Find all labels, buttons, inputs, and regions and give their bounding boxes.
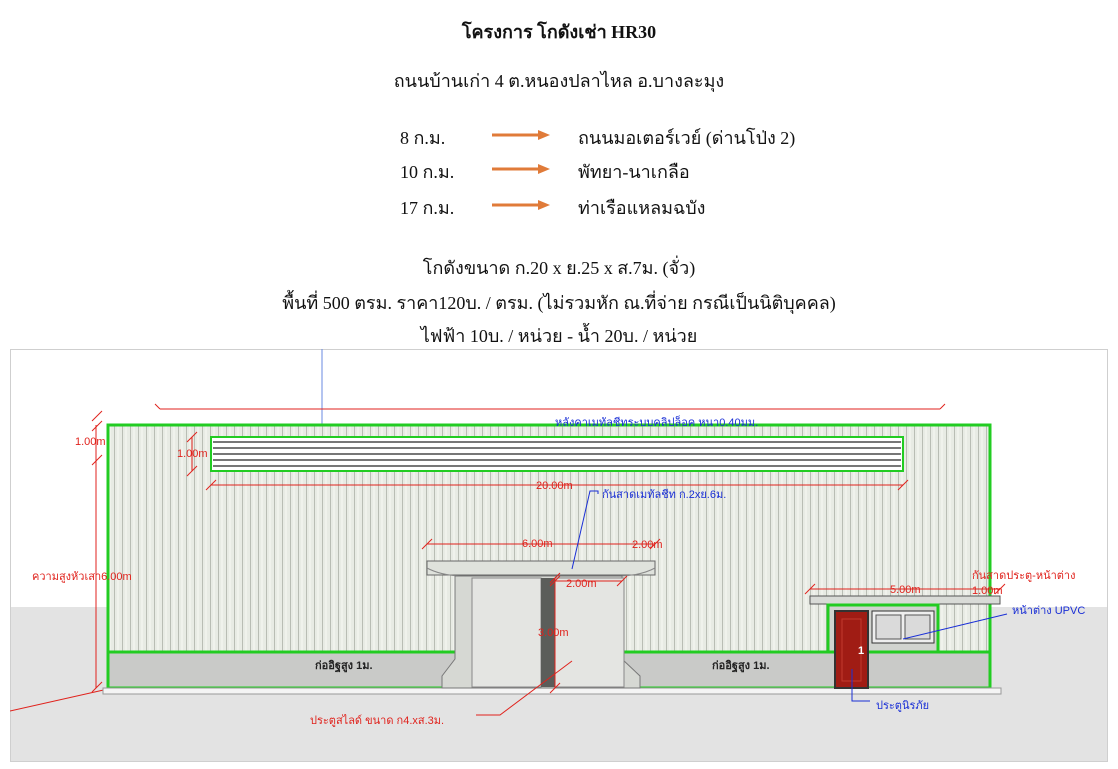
column-height-label: ความสูงหัวเสา6.00m xyxy=(32,571,132,583)
dim-door-width: 2.00m xyxy=(566,578,597,590)
main-canopy xyxy=(426,560,656,577)
safety-door-note: ประตูนิรภัย xyxy=(876,700,929,712)
distance-row: 17 ก.ม. ท่าเรือแหลมฉบัง xyxy=(400,193,820,218)
spec-size: โกดังขนาด ก.20 x ย.25 x ส.7ม. (จั่ว) xyxy=(422,258,696,278)
dim-top-left: 1.00m xyxy=(75,436,106,448)
dim-vent: 1.00m xyxy=(177,448,208,460)
arrow-right-icon xyxy=(492,164,550,174)
arrow-right-icon xyxy=(492,200,550,210)
arrow-right-icon xyxy=(492,130,550,140)
distance-km: 8 ก.ม. xyxy=(400,128,446,148)
side-canopy xyxy=(809,595,1001,605)
distance-km: 17 ก.ม. xyxy=(400,198,455,218)
spec-utilities: ไฟฟ้า 10บ. / หน่วย - น้ำ 20บ. / หน่วย xyxy=(420,326,698,346)
leader-lines xyxy=(476,490,1008,716)
dim-side-canopy-depth: 1.00m xyxy=(972,585,1003,597)
spec-price: พื้นที่ 500 ตรม. ราคา120บ. / ตรม. (ไม่รว… xyxy=(282,293,836,313)
distance-destination: พัทยา-นาเกลือ xyxy=(578,162,690,182)
distance-destination: ท่าเรือแหลมฉบัง xyxy=(578,198,706,218)
side-canopy-note: กันสาดประตู-หน้าต่าง xyxy=(972,570,1075,582)
roof-note: หลังคาเมทัลชีทระบบคลิปล็อค หนา0.40มม. xyxy=(555,415,758,429)
project-address: ถนนบ้านเก่า 4 ต.หนองปลาไหล อ.บางละมุง xyxy=(393,71,725,91)
window-note: หน้าต่าง UPVC xyxy=(1012,605,1085,617)
drawing-frame xyxy=(10,349,1108,762)
axis-guide-line xyxy=(10,688,109,712)
vent-louver xyxy=(210,436,904,472)
sliding-door xyxy=(441,575,641,689)
project-title: โครงการ โกดังเช่า HR30 xyxy=(461,22,657,42)
dim-side-canopy: 5.00m xyxy=(890,584,921,596)
dim-canopy-depth: 2.00m xyxy=(632,539,663,551)
dimension-lines xyxy=(91,403,1006,694)
distance-km: 10 ก.ม. xyxy=(400,162,455,182)
sliding-door-note: ประตูสไลด์ ขนาด ก4.xส.3ม. xyxy=(310,714,444,727)
canopy-note: กันสาดเมทัลชีท ก.2xย.6ม. xyxy=(602,488,726,501)
distance-destination: ถนนมอเตอร์เวย์ (ด่านโป่ง 2) xyxy=(578,128,796,148)
door-number: 1 xyxy=(858,645,864,657)
dim-door-height: 3.00m xyxy=(538,627,569,639)
warehouse-elevation-drawing: 1 หลังคาเมทัลชีทระบบคลิป xyxy=(10,349,1108,762)
dim-canopy: 6.00m xyxy=(522,538,553,550)
distance-row: 8 ก.ม. ถนนมอเตอร์เวย์ (ด่านโป่ง 2) xyxy=(400,123,820,148)
brick-wall-label-left: ก่ออิฐสูง 1ม. xyxy=(315,659,373,673)
brick-wall-label-right: ก่ออิฐสูง 1ม. xyxy=(712,659,770,673)
dim-width: 20.00m xyxy=(536,480,573,492)
distance-row: 10 ก.ม. พัทยา-นาเกลือ xyxy=(400,157,820,182)
